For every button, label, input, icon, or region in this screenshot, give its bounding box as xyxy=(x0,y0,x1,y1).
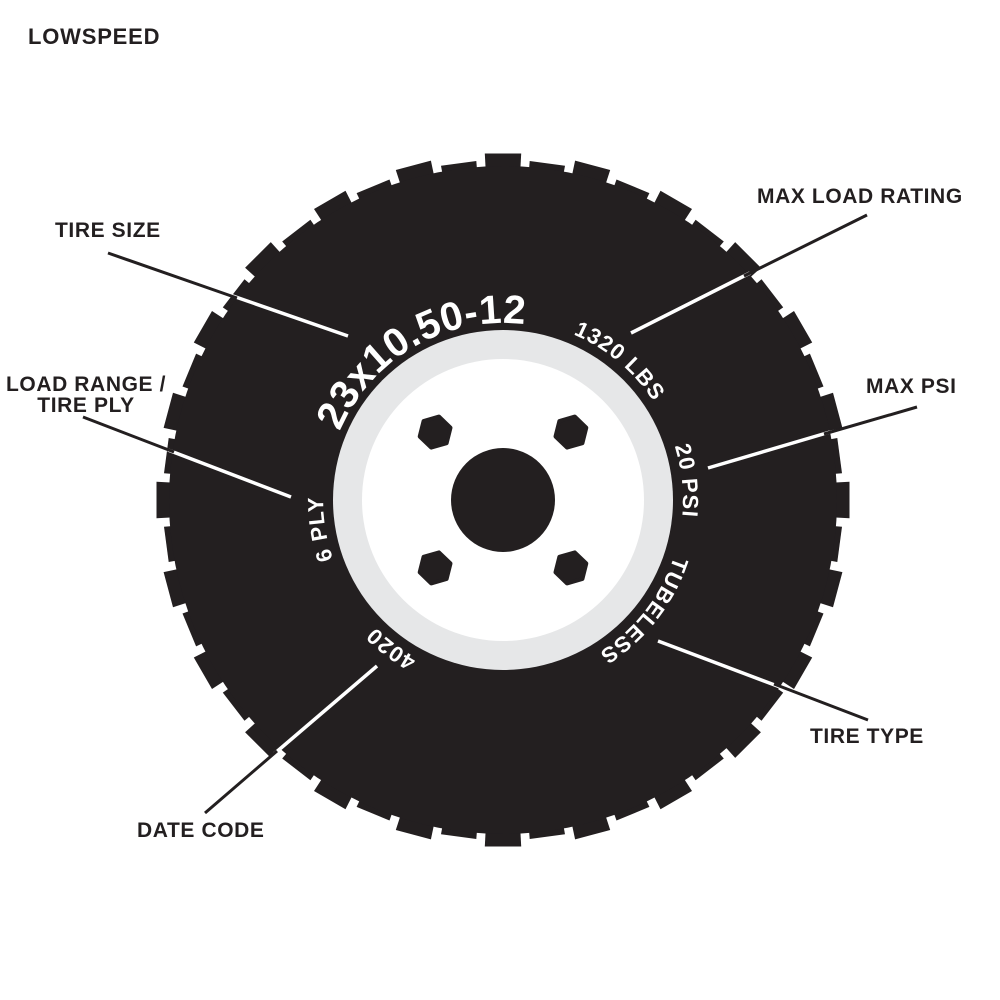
leader-load-range-outer xyxy=(82,415,175,454)
leader-lines-inner xyxy=(167,271,831,756)
leader-lines-outer xyxy=(82,213,918,815)
leader-max-load-inner xyxy=(630,271,751,335)
label-max-psi: MAX PSI xyxy=(866,375,957,398)
leader-tire-size-inner xyxy=(229,293,349,338)
leader-load-range-inner xyxy=(167,448,292,499)
brand-logo: LOWSPEED xyxy=(28,24,161,49)
leader-tire-type-inner xyxy=(657,639,781,689)
label-load-range-line1: LOAD RANGE / xyxy=(5,373,167,396)
leader-max-psi-outer xyxy=(823,405,918,436)
lug-nut xyxy=(553,414,589,450)
leader-tire-size-outer xyxy=(107,251,238,300)
label-load-range-line2: TIRE PLY xyxy=(37,394,135,417)
label-date-code: DATE CODE xyxy=(137,819,265,842)
leader-date-code-outer xyxy=(204,749,278,815)
lug-nut xyxy=(417,414,453,450)
lug-nut xyxy=(417,550,453,586)
axle-hub xyxy=(451,448,555,552)
leader-date-code-inner xyxy=(272,664,379,756)
leader-tire-type-outer xyxy=(773,682,869,722)
lug-nut xyxy=(553,550,589,586)
label-tire-type: TIRE TYPE xyxy=(810,725,924,748)
leader-max-load-outer xyxy=(743,213,868,278)
lug-nuts xyxy=(417,414,589,586)
leader-max-psi-inner xyxy=(707,430,831,470)
label-tire-size: TIRE SIZE xyxy=(55,219,161,242)
label-load-range-tire-ply: LOAD RANGE / TIRE PLY xyxy=(0,374,172,416)
label-max-load-rating: MAX LOAD RATING xyxy=(757,185,963,208)
